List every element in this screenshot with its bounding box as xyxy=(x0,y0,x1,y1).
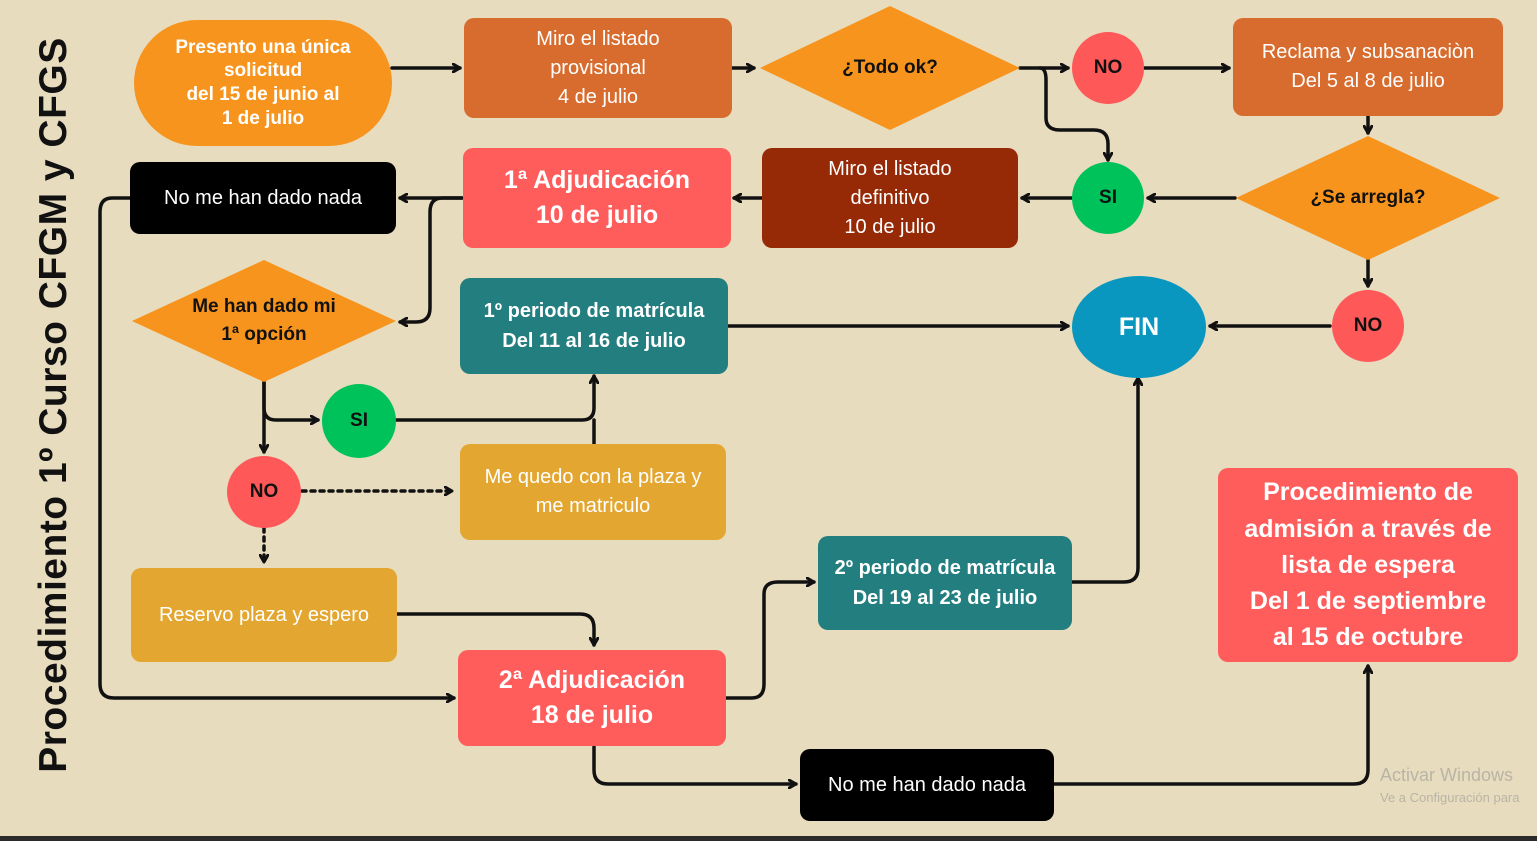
matricula-1-line-1: 1º periodo de matrícula xyxy=(483,300,705,322)
arrow-adjudicacion2-to-nada2 xyxy=(592,744,798,784)
reclama-line-1: Reclama y subsanaciòn xyxy=(1261,41,1475,63)
arrow-todook-to-si xyxy=(1038,66,1108,162)
listado-provisional-line-2: provisional xyxy=(550,56,646,79)
node-nada-1: No me han dado nada xyxy=(130,162,396,234)
lista-espera-line-1: Procedimiento de xyxy=(1263,478,1473,507)
solicitud-line-4: 1 de julio xyxy=(221,107,305,129)
node-matricula-1: 1º periodo de matrícula Del 11 al 16 de … xyxy=(460,278,728,374)
bottom-border xyxy=(0,836,1537,841)
adjudicacion-1-line-2: 10 de julio xyxy=(535,201,659,229)
node-adjudicacion-2: 2ª Adjudicación 18 de julio xyxy=(458,650,726,746)
watermark-line-1: Activar Windows xyxy=(1380,765,1514,785)
node-matricula-2: 2º periodo de matrícula Del 19 al 23 de … xyxy=(818,536,1072,630)
decision-todo-ok: ¿Todo ok? xyxy=(760,6,1020,130)
arrow-adjudicacion2-to-matricula2 xyxy=(724,582,816,700)
me-quedo-line-2: me matriculo xyxy=(535,495,651,517)
listado-definitivo-line-3: 10 de julio xyxy=(844,215,936,238)
primera-opcion-label: Me han dado mi 1ª opción xyxy=(132,260,396,382)
adjudicacion-2-line-2: 18 de julio xyxy=(530,701,654,729)
lista-espera-line-4: Del 1 de septiembre xyxy=(1249,587,1487,616)
node-reclama: Reclama y subsanaciòn Del 5 al 8 de juli… xyxy=(1233,18,1503,116)
arrow-matricula2-to-fin xyxy=(1070,376,1138,584)
arrow-opcion-to-si xyxy=(262,380,320,420)
listado-definitivo-line-1: Miro el listado xyxy=(828,157,952,180)
node-lista-espera: Procedimiento de admisión a través de li… xyxy=(1218,468,1518,662)
circle-no-primera-opcion: NO xyxy=(227,456,301,528)
decision-primera-opcion: Me han dado mi 1ª opción xyxy=(132,260,396,382)
arrow-nada2-to-listaespera xyxy=(1052,664,1368,786)
node-listado-provisional: Miro el listado provisional 4 de julio xyxy=(464,18,732,118)
arrow-reservo-to-adjudicacion2 xyxy=(394,612,594,647)
listado-provisional-line-3: 4 de julio xyxy=(557,85,639,108)
activate-windows-watermark: Activar Windows Ve a Configuración para xyxy=(1380,765,1519,805)
node-me-quedo: Me quedo con la plaza y me matriculo xyxy=(460,444,726,540)
primera-opcion-line-1: Me han dado mi xyxy=(192,295,336,317)
lista-espera-line-3: lista de espera xyxy=(1281,550,1455,579)
matricula-2-line-1: 2º periodo de matrícula xyxy=(834,557,1056,579)
decision-se-arregla: ¿Se arregla? xyxy=(1236,136,1500,260)
node-adjudicacion-1: 1ª Adjudicación 10 de julio xyxy=(463,148,731,248)
diamond-shape xyxy=(760,6,1020,130)
solicitud-line-3: del 15 de junio al xyxy=(186,84,340,105)
node-listado-definitivo: Miro el listado definitivo 10 de julio xyxy=(762,148,1018,248)
diamond-shape xyxy=(1236,136,1500,260)
arrow-nada-to-adjudicacion2 xyxy=(98,196,456,698)
todo-ok-label: ¿Todo ok? xyxy=(842,56,938,78)
node-solicitud: Presento una única solicitud del 15 de j… xyxy=(134,20,392,146)
diagram-title: Procedimiento 1º Curso CFGM y CFGS xyxy=(32,37,75,773)
circle-no-se-arregla: NO xyxy=(1332,290,1404,362)
listado-definitivo-line-2: definitivo xyxy=(850,186,930,209)
circle-si-primera-opcion: SI xyxy=(322,384,396,458)
matricula-1-line-2: Del 11 al 16 de julio xyxy=(502,330,686,352)
se-arregla-label: ¿Se arregla? xyxy=(1310,186,1426,208)
watermark-line-2: Ve a Configuración para xyxy=(1380,790,1520,805)
matricula-2-line-2: Del 19 al 23 de julio xyxy=(852,587,1038,609)
listado-provisional-line-1: Miro el listado xyxy=(536,27,660,50)
solicitud-line-2: solicitud xyxy=(223,60,303,82)
lista-espera-line-2: admisión a través de xyxy=(1244,514,1492,543)
reclama-line-2: Del 5 al 8 de julio xyxy=(1291,70,1445,92)
diamond-shape xyxy=(132,260,396,382)
arrow-si-to-matricula1 xyxy=(394,374,594,422)
circle-no-todo-ok: NO xyxy=(1072,32,1144,104)
primera-opcion-line-2: 1ª opción xyxy=(221,324,307,345)
circle-fin: FIN xyxy=(1072,276,1206,378)
node-nada-2: No me han dado nada xyxy=(800,749,1054,821)
node-reservo: Reservo plaza y espero xyxy=(131,568,397,662)
lista-espera-line-5: al 15 de octubre xyxy=(1272,623,1464,652)
circle-si-se-arregla: SI xyxy=(1072,162,1144,234)
adjudicacion-2-line-1: 2ª Adjudicación xyxy=(498,666,686,694)
me-quedo-line-1: Me quedo con la plaza y xyxy=(484,466,702,488)
solicitud-line-1: Presento una única xyxy=(175,36,351,58)
arrow-adjudicacion-to-opcion xyxy=(398,196,464,322)
adjudicacion-1-line-1: 1ª Adjudicación xyxy=(503,166,691,194)
